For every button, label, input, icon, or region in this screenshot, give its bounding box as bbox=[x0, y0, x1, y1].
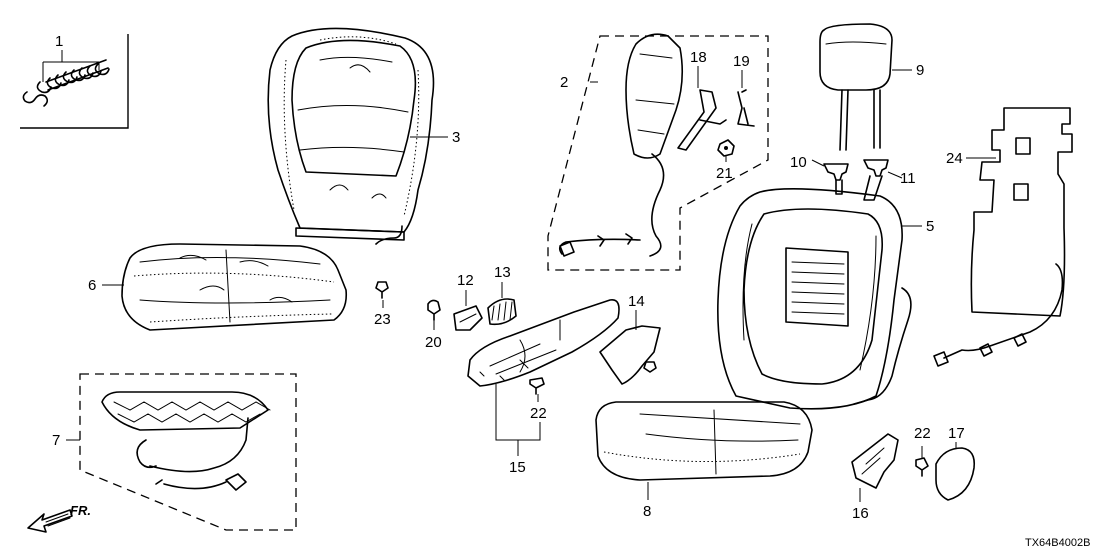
front-direction-arrow: FR. bbox=[27, 503, 91, 533]
part-14-trim bbox=[599, 310, 661, 385]
part-21-nut bbox=[717, 139, 735, 162]
label-part-18: 18 bbox=[690, 49, 707, 66]
label-part-22b: 22 bbox=[914, 425, 931, 442]
part-13-knob bbox=[487, 282, 517, 326]
part-5-seatback-pad bbox=[717, 188, 922, 410]
label-part-15: 15 bbox=[509, 459, 526, 476]
part-7-seat-heater bbox=[66, 373, 297, 531]
part-3-seatback-cover bbox=[267, 27, 448, 245]
part-16-bracket bbox=[851, 433, 899, 502]
part-20-clip bbox=[427, 299, 441, 330]
part-6-cushion-cover bbox=[102, 243, 348, 331]
label-part-6: 6 bbox=[88, 277, 96, 294]
label-part-14: 14 bbox=[628, 293, 645, 310]
label-part-9: 9 bbox=[916, 62, 924, 79]
part-8-cushion-pad bbox=[595, 401, 813, 500]
part-12-knob bbox=[453, 290, 483, 331]
label-part-13: 13 bbox=[494, 264, 511, 281]
fr-label: FR. bbox=[70, 503, 91, 518]
part-22-clip-b bbox=[915, 446, 929, 477]
label-part-24: 24 bbox=[946, 150, 963, 167]
part-17-cap bbox=[935, 442, 976, 501]
label-part-20: 20 bbox=[425, 334, 442, 351]
part-24-back-heater bbox=[933, 107, 1073, 367]
part-19-bracket bbox=[737, 70, 755, 127]
label-part-8: 8 bbox=[643, 503, 651, 520]
label-part-23: 23 bbox=[374, 311, 391, 328]
part-15-side-cover bbox=[467, 299, 620, 456]
part-22-clip-a bbox=[529, 377, 545, 402]
label-part-1: 1 bbox=[55, 33, 63, 50]
label-part-10: 10 bbox=[790, 154, 807, 171]
part-23-clip bbox=[375, 281, 389, 308]
label-part-16: 16 bbox=[852, 505, 869, 522]
label-part-19: 19 bbox=[733, 53, 750, 70]
label-part-2: 2 bbox=[560, 74, 568, 91]
label-part-5: 5 bbox=[926, 218, 934, 235]
part-labels: 1 2 3 5 6 7 8 9 10 11 12 13 14 15 16 17 … bbox=[52, 33, 965, 522]
label-part-22a: 22 bbox=[530, 405, 547, 422]
part-10-headrest-guide bbox=[811, 159, 849, 195]
label-part-17: 17 bbox=[948, 425, 965, 442]
part-9-headrest bbox=[819, 23, 912, 151]
label-part-7: 7 bbox=[52, 432, 60, 449]
part-1-clips bbox=[20, 34, 129, 129]
label-part-12: 12 bbox=[457, 272, 474, 289]
label-part-3: 3 bbox=[452, 129, 460, 146]
diagram-code: TX64B4002B bbox=[1025, 537, 1090, 549]
part-11-headrest-guide bbox=[863, 159, 903, 201]
part-2-side-airbag bbox=[547, 33, 769, 271]
label-part-11: 11 bbox=[900, 170, 916, 187]
part-18-bracket bbox=[677, 66, 727, 151]
label-part-21: 21 bbox=[716, 165, 733, 182]
